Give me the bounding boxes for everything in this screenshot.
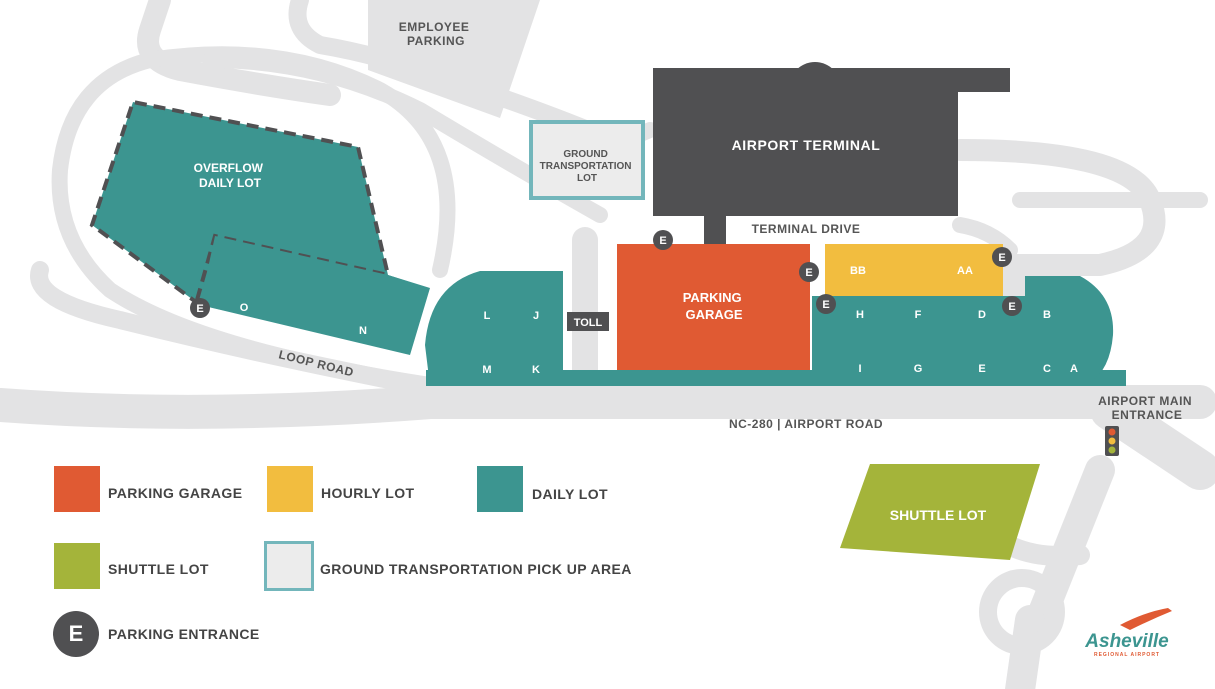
lot-a: A bbox=[1070, 363, 1078, 375]
ground-transportation-lot: GROUND TRANSPORTATION LOT bbox=[529, 120, 645, 200]
shuttle-lot-label: SHUTTLE LOT bbox=[890, 507, 987, 523]
legend-label-daily-lot: DAILY LOT bbox=[532, 486, 608, 502]
lot-bb: BB bbox=[850, 265, 866, 277]
lot-c: C bbox=[1043, 363, 1051, 375]
daily-lot-ljmk bbox=[425, 271, 563, 386]
entrance-marker-overflow: E bbox=[190, 298, 210, 318]
lot-g: G bbox=[914, 363, 923, 375]
airplane-icon bbox=[1120, 608, 1172, 630]
lot-d: D bbox=[978, 309, 986, 321]
daily-lot-east bbox=[812, 276, 1114, 382]
lot-i: I bbox=[858, 363, 861, 375]
lot-m: M bbox=[482, 364, 491, 376]
lot-labels: O N L J M K BB AA H F D B I G E C A bbox=[240, 265, 1078, 376]
lot-n: N bbox=[359, 325, 367, 337]
legend-label-ground-transportation: GROUND TRANSPORTATION PICK UP AREA bbox=[320, 561, 632, 577]
entrance-marker-garage-north: E bbox=[653, 230, 673, 250]
airport-road-label: NC-280 | AIRPORT ROAD bbox=[729, 417, 883, 431]
lot-h: H bbox=[856, 309, 864, 321]
entrance-marker-hourly-east: E bbox=[992, 247, 1012, 267]
lot-k: K bbox=[532, 364, 540, 376]
entrance-marker-daily-d: E bbox=[1002, 296, 1022, 316]
legend-swatch-parking-entrance: E bbox=[53, 611, 99, 657]
logo-subtitle: REGIONAL AIRPORT bbox=[1094, 652, 1160, 658]
parking-garage bbox=[617, 244, 810, 370]
legend-swatch-parking-garage bbox=[54, 466, 100, 512]
lot-aa: AA bbox=[957, 265, 973, 277]
loop-road-label: LOOP ROAD bbox=[277, 347, 355, 379]
svg-text:E: E bbox=[805, 267, 812, 279]
lot-j: J bbox=[533, 310, 539, 322]
asheville-airport-logo: Asheville REGIONAL AIRPORT bbox=[1084, 608, 1172, 658]
entrance-markers: E E E E E E bbox=[190, 230, 1022, 318]
airport-terminal: AIRPORT TERMINAL bbox=[653, 62, 1010, 244]
svg-text:OVERFLOW DAILY LOT: OVERFLOW DAILY LOT bbox=[194, 161, 267, 190]
roundabout bbox=[979, 569, 1065, 655]
shuttle-lot bbox=[840, 464, 1040, 560]
svg-text:E: E bbox=[659, 235, 666, 247]
terminal-drive-label: TERMINAL DRIVE bbox=[752, 222, 861, 236]
lot-o: O bbox=[240, 302, 249, 314]
airport-terminal-label: AIRPORT TERMINAL bbox=[732, 137, 881, 153]
svg-text:E: E bbox=[1008, 301, 1015, 313]
logo-name: Asheville bbox=[1084, 631, 1169, 652]
svg-text:E: E bbox=[998, 252, 1005, 264]
legend-label-hourly-lot: HOURLY LOT bbox=[321, 485, 415, 501]
employee-parking-area bbox=[368, 0, 540, 118]
legend-label-parking-garage: PARKING GARAGE bbox=[108, 485, 243, 501]
airport-main-entrance-label: AIRPORT MAIN ENTRANCE bbox=[1098, 394, 1196, 422]
daily-lot-o-n bbox=[200, 236, 430, 355]
legend-swatch-shuttle-lot bbox=[54, 543, 100, 589]
legend-swatch-ground-transportation bbox=[264, 541, 314, 591]
toll-booth bbox=[567, 312, 609, 331]
legend-swatch-hourly-lot bbox=[267, 466, 313, 512]
svg-text:E: E bbox=[822, 299, 829, 311]
lot-e: E bbox=[978, 363, 985, 375]
lot-l: L bbox=[484, 310, 491, 322]
entrance-marker-hourly-west: E bbox=[799, 262, 819, 282]
legend-swatch-daily-lot bbox=[477, 466, 523, 512]
toll-label: TOLL bbox=[574, 317, 603, 329]
legend-label-parking-entrance: PARKING ENTRANCE bbox=[108, 626, 260, 642]
svg-text:E: E bbox=[196, 303, 203, 315]
traffic-light-icon bbox=[1105, 426, 1119, 456]
parking-garage-label: PARKING GARAGE bbox=[683, 290, 746, 322]
hourly-lot bbox=[825, 244, 1003, 296]
lot-f: F bbox=[915, 309, 922, 321]
employee-parking-label: EMPLOYEE PARKING bbox=[399, 20, 474, 48]
lot-b: B bbox=[1043, 309, 1051, 321]
entrance-marker-daily-h: E bbox=[816, 294, 836, 314]
legend-label-shuttle-lot: SHUTTLE LOT bbox=[108, 561, 209, 577]
svg-text:GROUND TRANSPORTATION: GROUND TRANSPORTATION LOT bbox=[540, 149, 635, 184]
